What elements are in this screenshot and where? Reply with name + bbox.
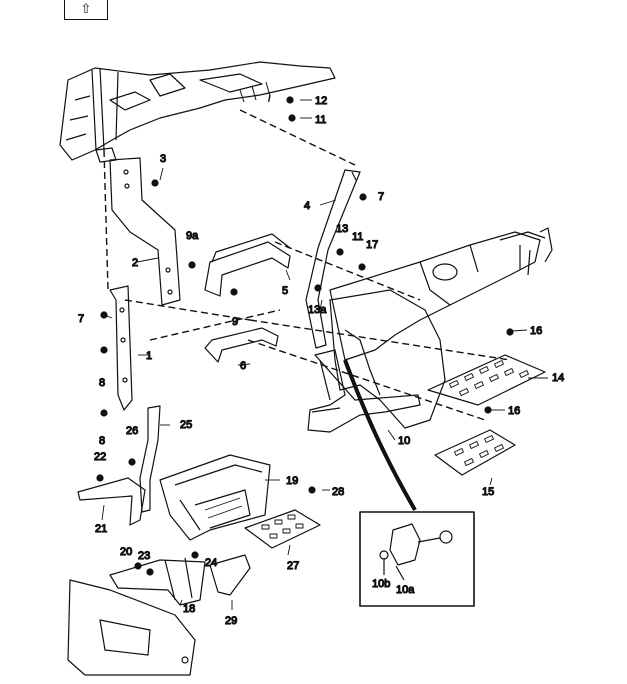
callout-27: 27	[287, 560, 299, 572]
part-19-step-box	[159, 454, 271, 541]
callout-25: 25	[180, 419, 192, 431]
callout-13: 13	[336, 223, 348, 235]
callout-29: 29	[225, 615, 237, 627]
leader-lines	[101, 99, 548, 610]
callout-11-b: 11	[352, 231, 363, 243]
part-27-plate	[244, 509, 321, 549]
callout-24: 24	[205, 557, 217, 569]
callout-22: 22	[94, 451, 106, 463]
callout-20: 20	[120, 546, 132, 558]
callout-14: 14	[552, 372, 564, 384]
callout-9a: 9a	[186, 230, 199, 242]
part-29-bracket	[209, 554, 251, 596]
up-arrow-icon: ⇧	[80, 2, 92, 17]
reference-lines	[103, 94, 511, 421]
callout-10a: 10a	[396, 584, 415, 596]
callout-8: 8	[99, 377, 105, 389]
callout-16-b: 16	[508, 405, 520, 417]
detail-inset	[359, 511, 475, 607]
part-4-strut	[305, 169, 361, 349]
up-arrow-button[interactable]: ⇧	[64, 0, 108, 20]
callout-19: 19	[286, 475, 298, 487]
callout-26: 26	[126, 425, 138, 437]
part-21-bracket	[77, 477, 146, 526]
part-10-cable	[343, 359, 417, 512]
callout-15: 15	[482, 486, 494, 498]
callout-10b: 10b	[372, 578, 390, 590]
part-5-bracket	[204, 233, 291, 297]
callout-13a: 13a	[308, 304, 327, 316]
part-1-bracket	[109, 285, 133, 411]
callout-23: 23	[138, 550, 150, 562]
callout-28: 28	[332, 486, 344, 498]
callout-17: 17	[366, 239, 378, 251]
cab-frame	[59, 61, 336, 163]
bumper	[67, 579, 196, 676]
callout-2: 2	[132, 257, 138, 269]
part-15-step-plate	[434, 429, 516, 476]
callout-18: 18	[183, 603, 195, 615]
part-25-bracket	[139, 405, 161, 513]
callout-3: 3	[160, 153, 166, 165]
callout-1: 1	[146, 350, 152, 362]
part-6-bracket	[204, 327, 279, 363]
callout-12: 12	[315, 95, 327, 107]
callout-16: 16	[530, 325, 542, 337]
callout-11: 11	[315, 114, 326, 126]
callout-7-b: 7	[78, 313, 84, 325]
fasteners	[96, 96, 514, 576]
callout-9: 9	[232, 316, 238, 328]
callout-21: 21	[95, 523, 107, 535]
callout-10: 10	[398, 435, 410, 447]
callout-6: 6	[240, 360, 246, 372]
chassis-assembly	[307, 227, 553, 433]
part-14-step-plate	[427, 354, 546, 406]
callout-7: 7	[378, 191, 384, 203]
part-2-bracket	[109, 157, 181, 306]
callout-labels: 12 11 3 7 4 13 11 17 9a 2 5 13a 9 7 16 1…	[77, 94, 564, 627]
callout-8-b: 8	[99, 435, 105, 447]
callout-4: 4	[304, 200, 310, 212]
callout-5: 5	[282, 285, 288, 297]
part-18-bracket	[109, 557, 206, 606]
